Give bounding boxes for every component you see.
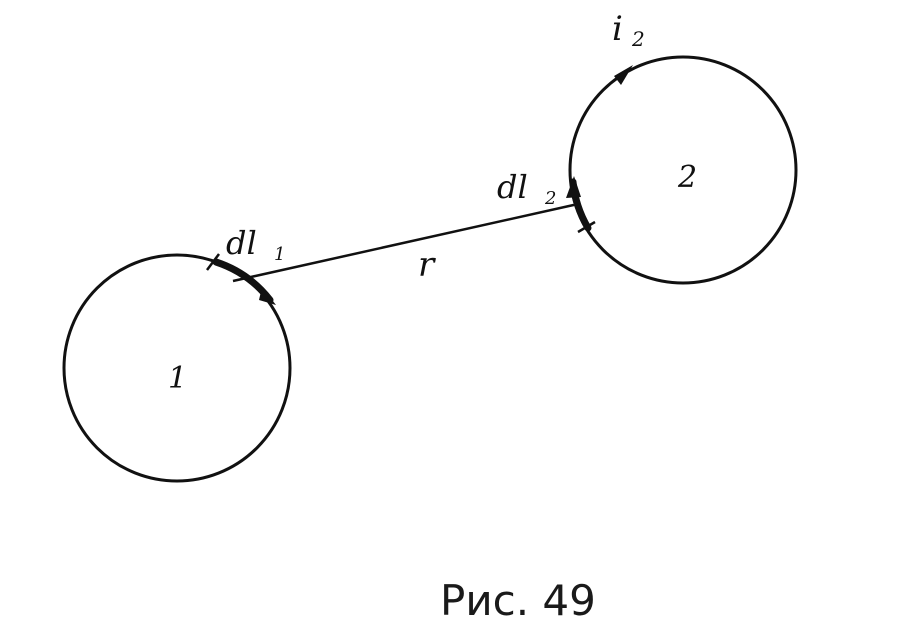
- r-label: r: [418, 245, 436, 285]
- dl2-label: dl: [497, 168, 528, 206]
- dl1-start-tick: [206, 253, 220, 271]
- dl2-end-tick: [577, 220, 596, 234]
- loop-1-circle: [62, 253, 292, 483]
- dl1-label: dl: [226, 224, 257, 262]
- dl2-arrowhead: [566, 176, 581, 198]
- current-i2-label: i: [612, 9, 623, 49]
- current-arrow-i2: [614, 65, 633, 85]
- r-vector-line: [232, 202, 579, 283]
- loop-2-circle: [568, 55, 798, 285]
- loop-2-label: 2: [677, 160, 697, 195]
- current-i2-subscript: 2: [631, 27, 645, 51]
- dl1-arrowhead: [259, 287, 276, 305]
- loop-1-label: 1: [168, 361, 187, 396]
- figure-caption: Рис. 49: [440, 576, 596, 625]
- dl2-subscript: 2: [544, 188, 556, 209]
- dl1-subscript: 1: [274, 244, 285, 265]
